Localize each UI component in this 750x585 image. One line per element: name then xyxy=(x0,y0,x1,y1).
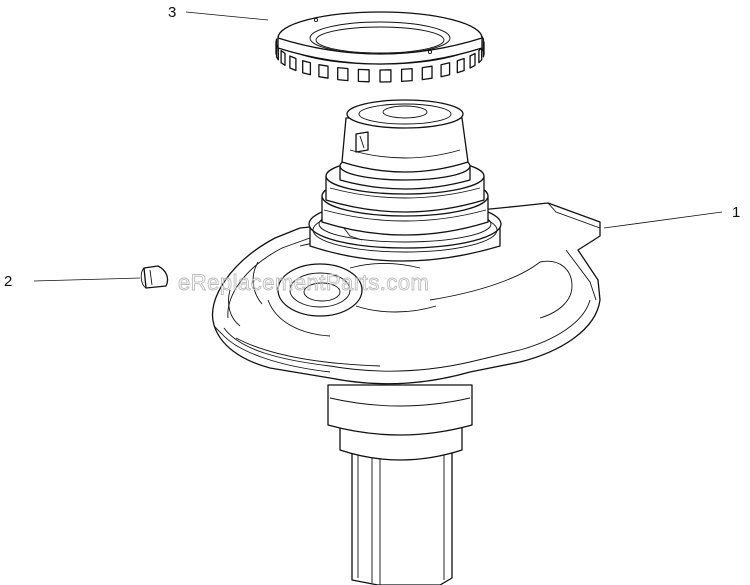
gear-tooth xyxy=(421,65,433,81)
leader-line-1 xyxy=(603,211,723,229)
gear-tooth xyxy=(289,55,297,72)
counterweight xyxy=(211,202,601,385)
gear-tooth xyxy=(456,57,465,74)
callout-number-1: 1 xyxy=(732,204,740,221)
gear-tooth xyxy=(302,60,312,76)
gear-tooth xyxy=(318,64,329,79)
crankshaft-gear[interactable] xyxy=(275,11,485,83)
upper-journal xyxy=(308,99,502,262)
woodruff-key[interactable] xyxy=(140,265,169,289)
watermark-text: eReplacementParts.com xyxy=(178,270,429,295)
gear-tooth xyxy=(337,66,349,82)
gear-tooth xyxy=(478,47,483,64)
gear-tooth xyxy=(357,68,370,83)
gear-tooth xyxy=(440,62,451,78)
crankshaft[interactable] xyxy=(211,99,601,585)
leader-line-2 xyxy=(33,277,141,282)
leader-line-3 xyxy=(185,11,269,21)
gear-tooth xyxy=(379,69,392,83)
gear-tooth xyxy=(275,38,278,55)
output-shaft xyxy=(327,384,473,585)
gear-tooth xyxy=(280,50,286,67)
gear-tooth xyxy=(400,67,413,83)
gear-tooth xyxy=(469,52,476,69)
callout-number-2: 2 xyxy=(4,273,12,290)
callout-number-3: 3 xyxy=(168,4,176,21)
